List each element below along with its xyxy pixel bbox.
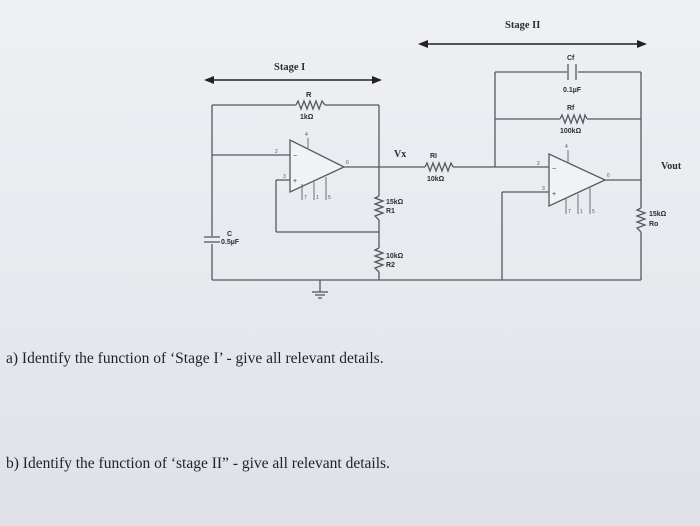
opamp2-pin-b2: 1 bbox=[580, 209, 583, 215]
resistor-rf bbox=[559, 113, 588, 126]
opamp-stage2: − + bbox=[548, 150, 607, 214]
opamp2-pin-b1: 7 bbox=[568, 209, 571, 215]
opamp1-pin-noninv: 3 bbox=[283, 174, 286, 180]
opamp1-pin-top: 4 bbox=[305, 132, 308, 138]
resistor-ri bbox=[424, 161, 454, 173]
stage1-wiring bbox=[211, 104, 502, 292]
svg-text:+: + bbox=[293, 178, 297, 185]
resistor-r1 bbox=[373, 195, 385, 221]
capacitor-c-value: 0.5µF bbox=[221, 239, 240, 246]
capacitor-cf bbox=[567, 64, 577, 80]
opamp1-pin-b3: 5 bbox=[328, 195, 331, 201]
opamp2-pin-noninv: 3 bbox=[542, 186, 545, 192]
resistor-ro bbox=[635, 207, 647, 233]
resistor-ri-value: 10kΩ bbox=[427, 176, 445, 183]
stage1-label: Stage I bbox=[274, 62, 305, 73]
resistor-ri-name: RI bbox=[430, 153, 437, 160]
stage2-label: Stage II bbox=[505, 20, 540, 31]
resistor-rf-name: Rf bbox=[567, 105, 575, 112]
node-vx-label: Vx bbox=[394, 149, 406, 160]
resistor-r2 bbox=[373, 247, 385, 273]
opamp-stage1: − + bbox=[289, 138, 346, 200]
opamp2-pin-inv: 2 bbox=[537, 161, 540, 167]
capacitor-cf-name: Cf bbox=[567, 55, 575, 62]
capacitor-c bbox=[204, 236, 220, 244]
node-vout-label: Vout bbox=[661, 161, 682, 172]
capacitor-cf-value: 0.1µF bbox=[563, 87, 582, 94]
opamp1-pin-out: 6 bbox=[346, 160, 349, 166]
opamp2-pin-top: 4 bbox=[565, 144, 568, 150]
question-a: a) Identify the function of ‘Stage I’ - … bbox=[6, 350, 384, 367]
capacitor-c-name: C bbox=[227, 231, 232, 238]
stage1-span-arrow bbox=[204, 76, 382, 84]
svg-text:−: − bbox=[552, 166, 556, 173]
opamp2-pin-b3: 5 bbox=[592, 209, 595, 215]
resistor-r2-name: R2 bbox=[386, 262, 395, 269]
resistor-rf-value: 100kΩ bbox=[560, 128, 582, 135]
resistor-r-name: R bbox=[306, 90, 312, 99]
resistor-r1-value: 15kΩ bbox=[386, 199, 404, 206]
svg-text:−: − bbox=[293, 153, 297, 160]
resistor-ro-value: 15kΩ bbox=[649, 211, 667, 218]
opamp2-pin-out: 6 bbox=[607, 173, 610, 179]
stage2-span-arrow bbox=[418, 40, 647, 48]
stage2-wiring bbox=[494, 71, 642, 281]
question-b: b) Identify the function of ‘stage II” -… bbox=[6, 455, 390, 472]
resistor-r bbox=[295, 99, 326, 111]
resistor-ro-name: Ro bbox=[649, 221, 658, 228]
resistor-r1-name: R1 bbox=[386, 208, 395, 215]
opamp1-pin-inv: 2 bbox=[275, 149, 278, 155]
ground-symbol bbox=[312, 291, 328, 299]
resistor-r2-value: 10kΩ bbox=[386, 253, 404, 260]
opamp1-pin-b1: 7 bbox=[304, 195, 307, 201]
resistor-r-value: 1kΩ bbox=[300, 114, 314, 121]
opamp1-pin-b2: 1 bbox=[316, 195, 319, 201]
svg-text:+: + bbox=[552, 191, 556, 198]
